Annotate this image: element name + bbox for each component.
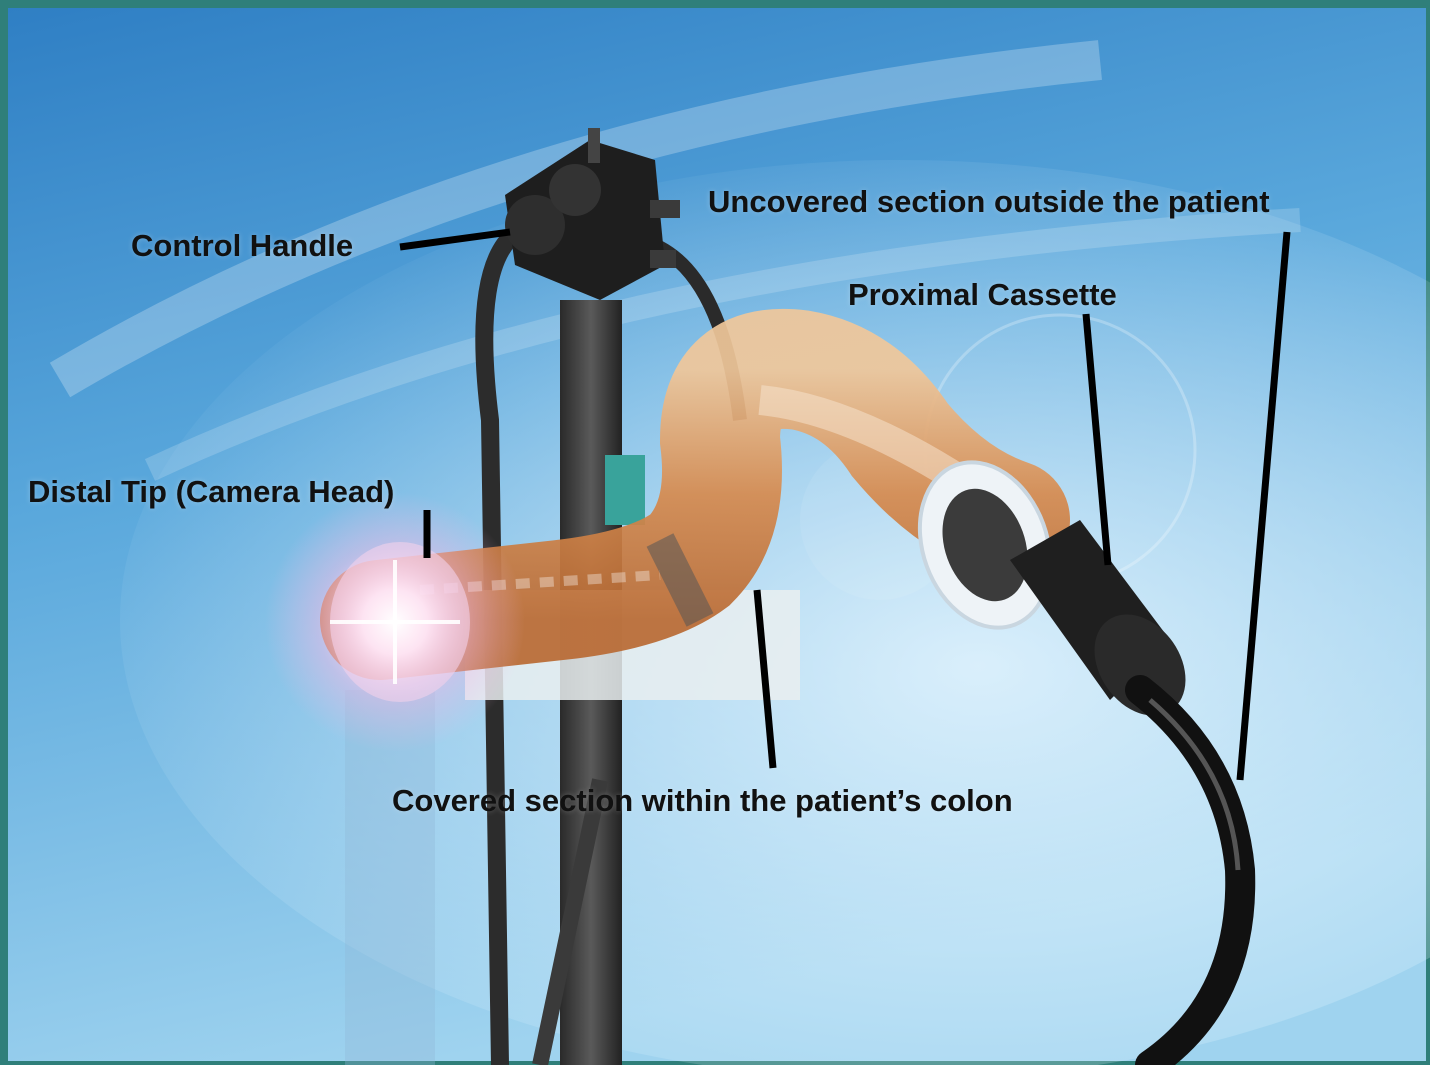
label-proximal-cassette: Proximal Cassette: [848, 279, 1117, 310]
label-uncovered-section: Uncovered section outside the patient: [708, 186, 1270, 217]
label-control-handle: Control Handle: [131, 230, 353, 261]
label-covered-section: Covered section within the patient’s col…: [392, 785, 1013, 816]
green-clip: [605, 455, 645, 525]
label-distal-tip: Distal Tip (Camera Head): [28, 476, 394, 507]
